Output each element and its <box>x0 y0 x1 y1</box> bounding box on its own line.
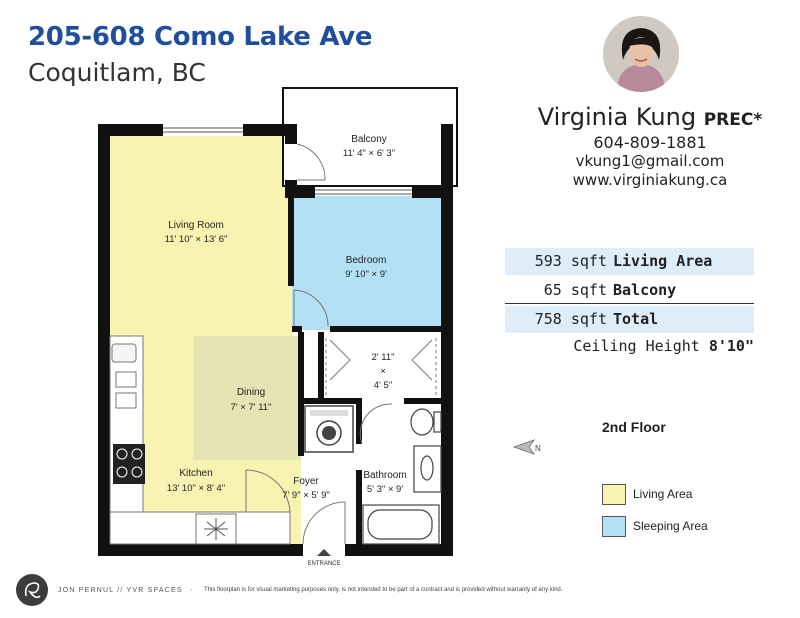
foyer-dims: 7' 9" × 5' 9" <box>282 490 330 501</box>
balcony-label: Balcony <box>351 134 387 145</box>
bathroom-dims: 5' 3" × 9' <box>367 484 404 495</box>
closet-width: 2' 11" <box>372 352 395 363</box>
agent-website[interactable]: www.virginiakung.ca <box>572 171 728 189</box>
living-room-fill <box>108 136 293 336</box>
washer-dryer-icon <box>304 405 354 453</box>
balcony-dims: 11' 4" × 6' 3" <box>343 148 395 159</box>
stat-divider <box>505 303 754 304</box>
stat-row-total: 758 sqft Total <box>505 306 754 333</box>
property-address: 205-608 Como Lake Ave <box>28 22 373 52</box>
interior-walls <box>288 198 445 556</box>
balcony-outline <box>282 87 458 187</box>
bedroom-dims: 9' 10" × 9' <box>345 269 387 280</box>
legend-label-living: Living Area <box>633 487 693 501</box>
living-room-dims: 11' 10" × 13' 6" <box>165 234 228 245</box>
windows <box>163 127 412 195</box>
agent-avatar <box>603 16 679 92</box>
property-city: Coquitlam, BC <box>28 58 206 87</box>
ceiling-height-value: 8'10" <box>708 337 754 355</box>
bathroom-fixtures <box>362 408 442 545</box>
bedroom-label: Bedroom <box>346 255 387 266</box>
stat-label: Balcony <box>613 281 677 299</box>
agent-name: Virginia Kung PREC* <box>537 103 763 131</box>
brand-logo-icon <box>16 574 48 606</box>
agent-credential: PREC* <box>703 110 763 130</box>
avatar-portrait-icon <box>603 16 679 92</box>
compass-icon: N <box>512 439 541 455</box>
foyer-label: Foyer <box>293 476 319 487</box>
stat-label: Total <box>613 310 659 328</box>
footer-brand: JON PERNUL // YVR SPACES <box>58 587 183 594</box>
ceiling-height: Ceiling Height 8'10" <box>573 337 754 355</box>
entrance-label: ENTRANCE <box>307 561 340 567</box>
stat-row-living-area: 593 sqft Living Area <box>505 248 754 275</box>
stat-value: 593 sqft <box>534 252 607 270</box>
doors <box>245 143 437 545</box>
closet-height: 4' 5" <box>374 380 392 391</box>
stat-row-balcony: 65 sqft Balcony <box>505 277 754 304</box>
footer-separator: · <box>190 585 193 594</box>
cooktop-icon <box>113 444 145 484</box>
compass-letter: N <box>535 444 541 453</box>
legend-label-sleeping: Sleeping Area <box>633 519 708 533</box>
stat-value: 758 sqft <box>534 310 607 328</box>
closet-times: × <box>380 366 386 377</box>
floor-label: 2nd Floor <box>602 419 666 435</box>
kitchen-label: Kitchen <box>179 468 212 479</box>
bathroom-label: Bathroom <box>363 470 406 481</box>
stat-value: 65 sqft <box>543 281 607 299</box>
legend-swatch-sleeping <box>602 516 626 537</box>
dining-label: Dining <box>237 387 265 398</box>
dining-fill <box>193 336 301 460</box>
agent-email[interactable]: vkung1@gmail.com <box>575 152 725 170</box>
footer-disclaimer: This floorplan is for visual marketing p… <box>204 587 563 593</box>
agent-phone[interactable]: 604-809-1881 <box>593 133 707 152</box>
legend-swatch-living <box>602 484 626 505</box>
fan-icon <box>204 518 228 540</box>
living-room-label: Living Room <box>168 220 224 231</box>
stat-label: Living Area <box>613 252 713 270</box>
kitchen-dims: 13' 10" × 8' 4" <box>167 483 225 494</box>
dining-dims: 7' × 7' 11" <box>231 402 272 413</box>
entrance-arrow-icon <box>317 549 331 556</box>
exterior-walls <box>98 124 453 556</box>
bedroom-fill <box>292 196 441 330</box>
